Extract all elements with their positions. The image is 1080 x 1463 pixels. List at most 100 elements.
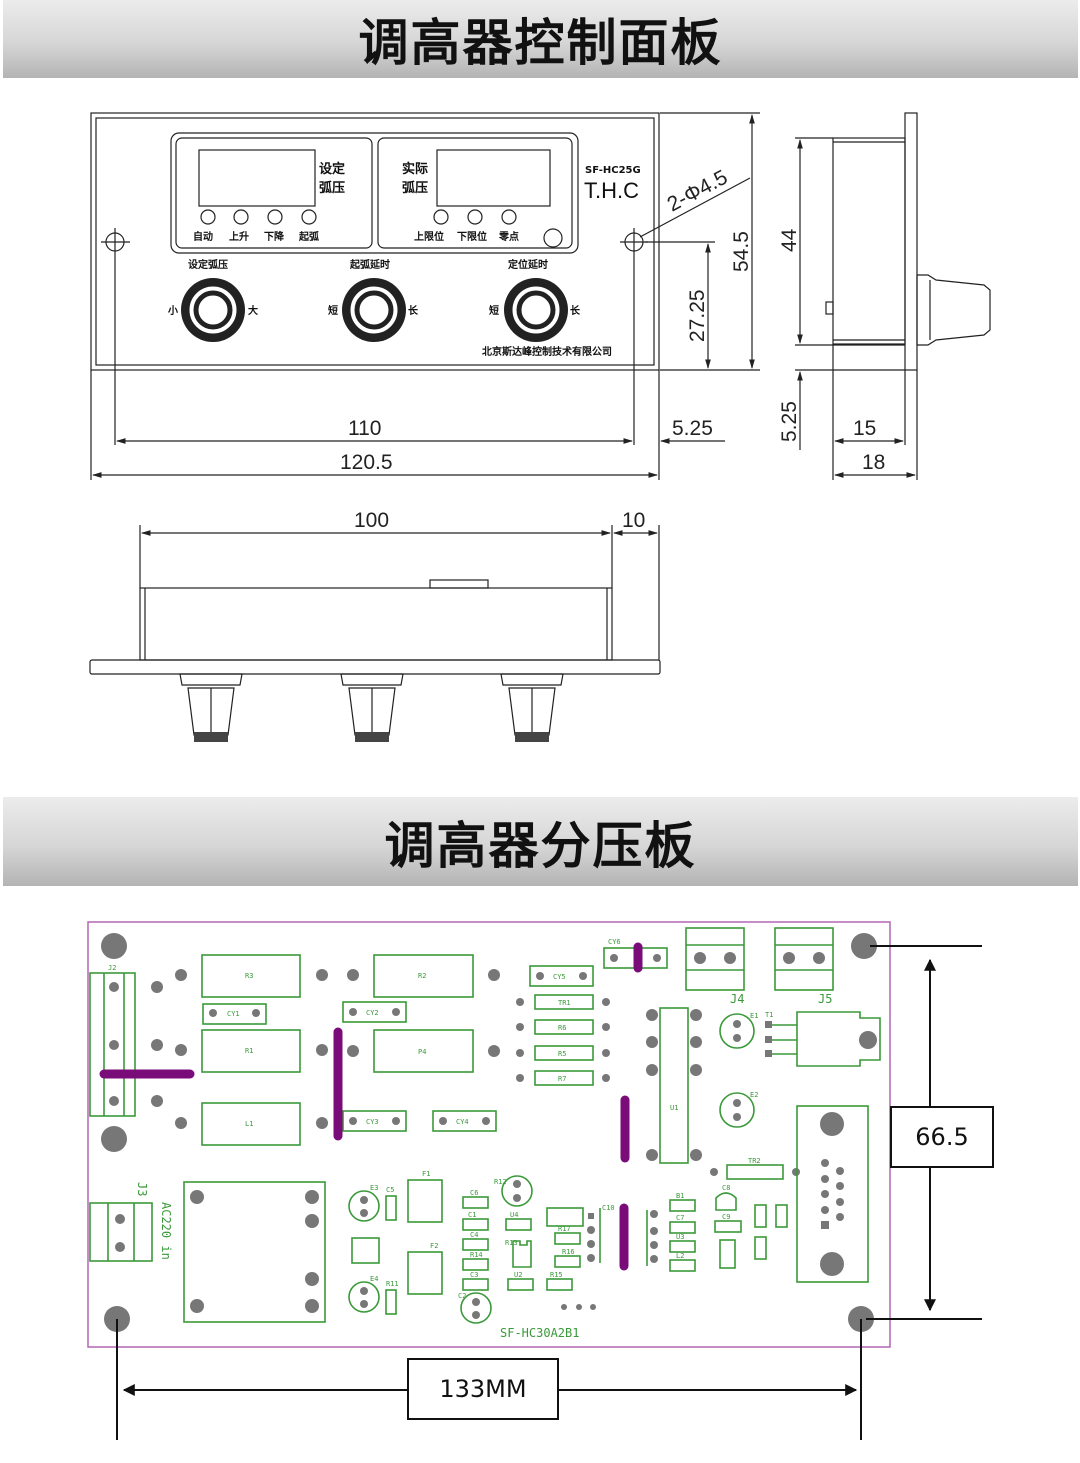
led-up bbox=[233, 209, 249, 225]
pads-r15 bbox=[646, 1210, 658, 1266]
divider-board-title: 调高器分压板 bbox=[384, 816, 697, 875]
resistor-r5 bbox=[516, 1045, 610, 1061]
ic-u1 bbox=[646, 1007, 702, 1164]
drawing-group bbox=[179, 673, 243, 742]
pcb-outline bbox=[87, 921, 891, 1348]
brand-label: T.H.C bbox=[584, 178, 639, 203]
label-t1: T1 bbox=[765, 1011, 773, 1019]
pcb-width-dimension: 133MM bbox=[407, 1358, 559, 1420]
label-tr2: TR2 bbox=[748, 1157, 761, 1165]
control-panel-section-header: 调高器控制面板 bbox=[3, 0, 1078, 78]
dim-hole-spec: 2-Φ4.5 bbox=[664, 166, 732, 217]
label-cy5: CY5 bbox=[553, 973, 566, 981]
drawing-group bbox=[340, 673, 404, 742]
control-panel-drawing: 设定 弧压 实际 弧压 自动 上升 下降 起弧 上限位 下限位 零点 SF-HC… bbox=[89, 112, 991, 742]
cap-c8 bbox=[775, 1204, 788, 1228]
label-l1: L1 bbox=[245, 1120, 253, 1128]
dim-top-body-width: 100 bbox=[354, 509, 389, 532]
regulator-t1 bbox=[765, 1011, 881, 1067]
resistor-tr2 bbox=[710, 1164, 800, 1180]
pcb-height-dimension: 66.5 bbox=[890, 1106, 994, 1168]
bridge-w1 bbox=[407, 1251, 443, 1295]
mount-hole-left bbox=[101, 228, 130, 445]
label-cy1: CY1 bbox=[227, 1010, 240, 1018]
led-label-lower-limit: 下限位 bbox=[457, 230, 487, 243]
label-r3: R3 bbox=[245, 972, 253, 980]
label-j2: J2 bbox=[108, 964, 116, 972]
model-label: SF-HC25G bbox=[585, 165, 641, 176]
led-label-zero: 零点 bbox=[498, 230, 519, 243]
label-c7: C9 bbox=[722, 1213, 730, 1221]
resistor-p4 bbox=[347, 1029, 500, 1073]
dim-top-margin: 10 bbox=[622, 509, 645, 532]
cap-c3 bbox=[554, 1255, 581, 1268]
label-u2: C10 bbox=[602, 1204, 615, 1212]
knob-3-min: 短 bbox=[489, 304, 499, 317]
inductor-l1 bbox=[175, 1102, 328, 1146]
label-c3: R16 bbox=[562, 1248, 575, 1256]
resistor-r1 bbox=[175, 1029, 328, 1073]
control-panel-title: 调高器控制面板 bbox=[358, 14, 723, 72]
cap-e3 bbox=[501, 1175, 533, 1207]
label-c10: L2 bbox=[676, 1252, 684, 1260]
cap-e2 bbox=[719, 1092, 755, 1128]
label-cy2: CY2 bbox=[366, 1009, 379, 1017]
divider-board-section-header: 调高器分压板 bbox=[3, 797, 1078, 886]
mount-hole bbox=[851, 933, 877, 959]
bridge-w2 bbox=[407, 1179, 443, 1223]
dim-side-offset: 5.25 bbox=[778, 401, 801, 442]
cap-e1 bbox=[719, 1013, 755, 1049]
dim-edge-offset: 5.25 bbox=[672, 417, 713, 440]
knob-2-title: 起弧延时 bbox=[349, 258, 390, 271]
display-right-label-2: 弧压 bbox=[402, 180, 428, 196]
knob-1-max: 大 bbox=[248, 304, 258, 317]
cap-c10 bbox=[669, 1259, 696, 1272]
led-label-up: 上升 bbox=[229, 230, 249, 243]
label-f2: R11 bbox=[386, 1280, 399, 1288]
label-u4: R13 bbox=[505, 1239, 518, 1247]
label-r15: U3 bbox=[676, 1233, 684, 1241]
label-r7: R7 bbox=[558, 1075, 566, 1083]
pad-row bbox=[561, 1304, 596, 1310]
zero-button bbox=[543, 228, 563, 248]
connector-j2 bbox=[89, 972, 163, 1117]
cap-c4 bbox=[507, 1278, 534, 1291]
knob-3-title: 定位延时 bbox=[508, 258, 548, 271]
ic-u4 bbox=[512, 1240, 532, 1268]
label-p4: P4 bbox=[418, 1048, 426, 1056]
label-cy3: CY3 bbox=[366, 1118, 379, 1126]
resistor-r3 bbox=[175, 954, 328, 998]
side-view bbox=[825, 112, 991, 371]
led-auto bbox=[200, 209, 216, 225]
drawing-group bbox=[500, 673, 564, 742]
dim-height-total: 54.5 bbox=[730, 231, 753, 272]
top-view bbox=[89, 579, 661, 742]
led-upper-limit bbox=[433, 209, 449, 225]
resistor-r7 bbox=[516, 1070, 610, 1086]
led-lower-limit bbox=[467, 209, 483, 225]
label-r6: R6 bbox=[558, 1024, 566, 1032]
label-w1: F2 bbox=[430, 1242, 438, 1250]
label-r12: U4 bbox=[510, 1211, 518, 1219]
resistor-tr1 bbox=[516, 994, 610, 1010]
label-r16: C7 bbox=[676, 1214, 684, 1222]
ic-u3-reg bbox=[351, 1237, 380, 1264]
label-r5: R5 bbox=[558, 1050, 566, 1058]
connector-j5 bbox=[774, 927, 834, 991]
led-label-upper-limit: 上限位 bbox=[414, 230, 444, 243]
dim-width-total: 120.5 bbox=[340, 451, 393, 474]
pcb-height-value: 66.5 bbox=[915, 1123, 969, 1151]
label-j3: J3 bbox=[135, 1182, 149, 1196]
dim-hole-spacing: 110 bbox=[348, 417, 381, 440]
label-c1: C3 bbox=[470, 1271, 478, 1279]
knob-2-min: 短 bbox=[328, 304, 338, 317]
cap-c-upper bbox=[546, 1207, 584, 1227]
cap-cy5 bbox=[529, 965, 594, 987]
cap-cy6 bbox=[603, 947, 668, 969]
dim-side-depth-inner: 15 bbox=[853, 417, 876, 440]
cap-c9 bbox=[754, 1236, 767, 1260]
dim-side-depth-total: 18 bbox=[862, 451, 885, 474]
inductor-l2 bbox=[754, 1204, 767, 1228]
resistor-r11 bbox=[462, 1218, 489, 1231]
label-r14: R17 bbox=[558, 1225, 571, 1233]
